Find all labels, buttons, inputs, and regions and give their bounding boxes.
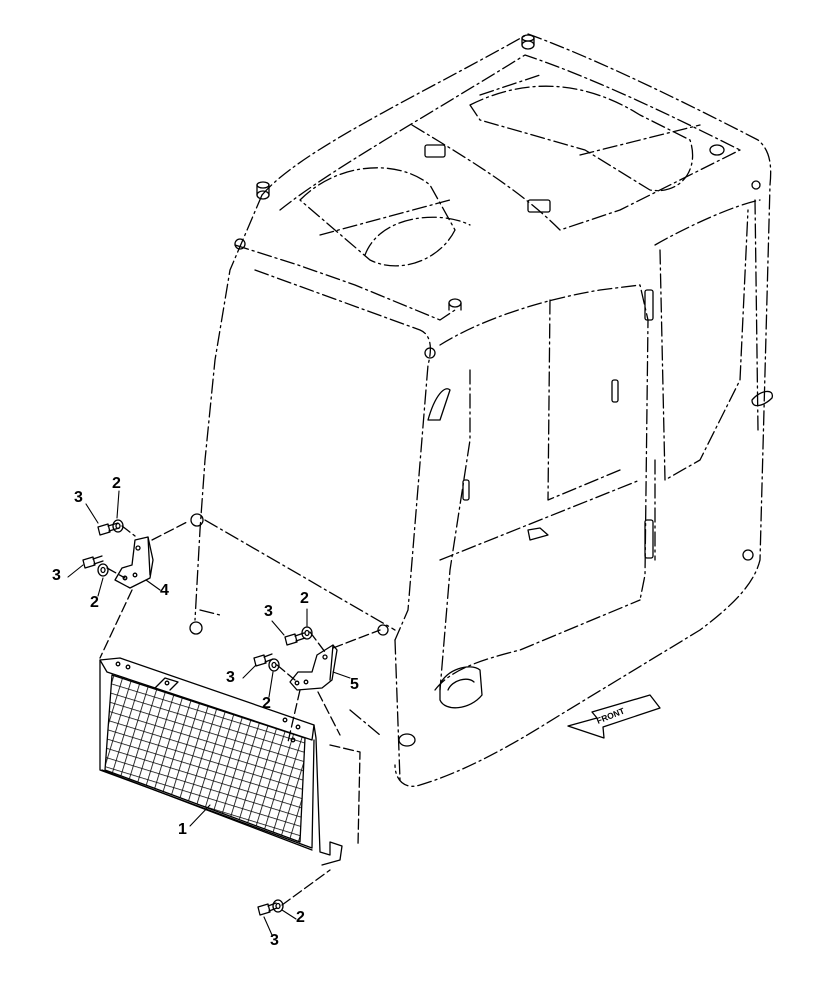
washers-part-2 bbox=[97, 519, 313, 913]
operator-cab-outline bbox=[194, 33, 772, 787]
callout-2: 2 bbox=[112, 475, 121, 492]
callout-3: 3 bbox=[74, 489, 83, 506]
front-arrow-label: FRONT bbox=[595, 705, 627, 726]
cab-details bbox=[189, 34, 773, 747]
callout-2: 2 bbox=[90, 594, 99, 611]
callout-3: 3 bbox=[264, 603, 273, 620]
bracket-part-5 bbox=[289, 644, 338, 691]
callout-3: 3 bbox=[226, 669, 235, 686]
callout-2: 2 bbox=[300, 590, 309, 607]
callout-1: 1 bbox=[178, 821, 187, 838]
callout-5: 5 bbox=[350, 676, 359, 693]
callout-leaders bbox=[67, 490, 351, 936]
callout-3: 3 bbox=[270, 932, 279, 949]
callout-2: 2 bbox=[262, 695, 271, 712]
front-direction-arrow bbox=[567, 694, 661, 739]
callout-2: 2 bbox=[296, 909, 305, 926]
callout-3: 3 bbox=[52, 567, 61, 584]
bracket-part-4 bbox=[114, 536, 154, 589]
callout-4: 4 bbox=[160, 582, 169, 599]
assembly-guide-lines bbox=[99, 521, 381, 906]
